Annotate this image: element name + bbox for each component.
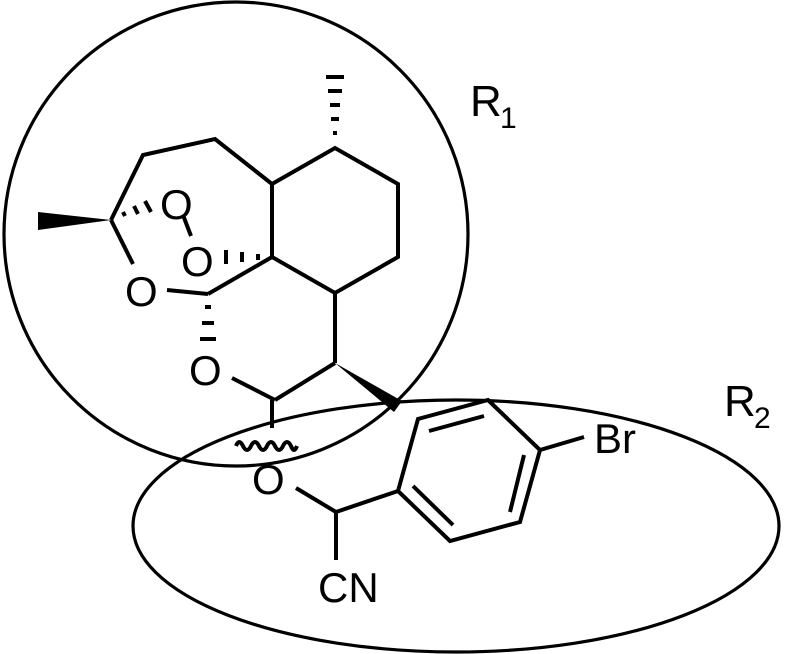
double-bond-1 [428,414,485,433]
label-r2-subscript: 2 [754,402,771,435]
atom-o-ring-left: O [125,268,158,315]
bond-o-acetal [166,288,209,296]
peroxide-hash-left [121,200,153,217]
label-r1-main: R [470,77,502,126]
atom-o-ring-lower: O [189,347,222,394]
bond-acetal-fusion [206,255,274,296]
atom-o-ether: O [252,456,285,503]
bond-c-br [539,435,585,452]
label-r1: R 1 [470,77,517,135]
atom-bromine: Br [594,415,636,462]
bond-ch-aryl [335,489,399,514]
region-r2-ellipse [131,398,781,654]
methyl-hash-top [326,75,344,135]
region-r1-circle [2,0,470,468]
label-r2: R 2 [724,377,771,435]
substituent-r2: O CN Br [252,397,636,611]
label-r1-subscript: 1 [500,102,517,135]
peroxide-hash-right [224,250,260,264]
wavy-bond-icon [234,440,299,452]
double-bond-2 [508,454,526,513]
atom-nitrile: CN [318,564,379,611]
atom-o-peroxide-top: O [160,181,193,228]
seven-ring-chain [109,136,274,221]
bond-pyran-o [231,376,276,402]
bond-peroxide-oo [181,214,193,237]
bond-c-o-left [109,219,135,265]
bond-o-ch [294,486,338,514]
methyl-wedge-left [38,212,111,230]
methyl-wedge-lower [335,363,402,412]
double-bond-3 [411,484,455,527]
acetal-hash [200,305,216,341]
cyclohexane-ring [270,145,400,296]
atom-o-peroxide-bottom: O [181,238,214,285]
label-r2-main: R [724,377,756,426]
bond-pyran-bottom [273,361,337,402]
artemisinin-core: O O O O [38,75,402,412]
